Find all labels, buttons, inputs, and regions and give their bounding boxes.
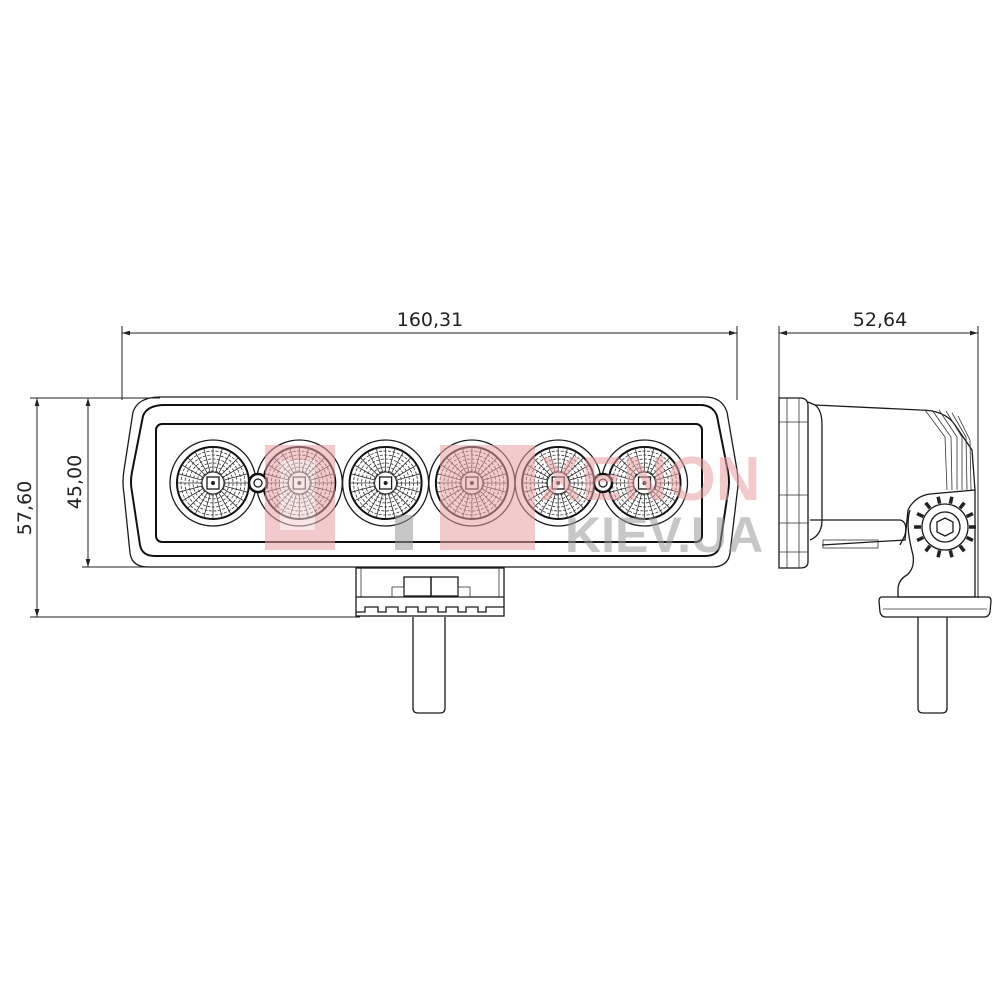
dimension-housing-height: 45,00	[64, 398, 150, 568]
pivot-knob	[914, 496, 976, 558]
led-chip	[206, 476, 220, 490]
knob-tooth	[916, 535, 925, 543]
side-view	[778, 397, 992, 714]
knob-tooth	[924, 544, 932, 553]
knob-tooth	[924, 501, 932, 510]
mounting-bracket	[355, 567, 505, 714]
knob-tooth	[948, 550, 954, 558]
knob-tooth	[936, 496, 942, 504]
led-lens	[600, 439, 689, 527]
led-lens	[341, 439, 430, 527]
knob-tooth	[965, 535, 974, 543]
screw	[247, 472, 269, 494]
side-mounting-stud	[917, 617, 948, 714]
led-lens	[169, 439, 257, 527]
mounting-stud	[412, 617, 446, 714]
knob-tooth	[958, 544, 966, 553]
watermark-domain: KIEV.UA	[565, 507, 763, 563]
knob-tooth	[948, 496, 954, 504]
knob-tooth	[958, 501, 966, 510]
knob-tooth	[965, 511, 974, 519]
dimension-width: 160,31	[121, 309, 738, 400]
dimension-total-height-label: 57,60	[14, 481, 36, 535]
dimension-width-label: 160,31	[397, 309, 463, 331]
dimension-total-height: 57,60	[14, 397, 360, 618]
dimension-housing-height-label: 45,00	[64, 455, 86, 509]
dimension-depth: 52,64	[778, 309, 979, 598]
led-chip	[378, 476, 393, 490]
watermark: XENON KIEV.UA	[265, 445, 763, 563]
watermark-brand: XENON	[540, 445, 760, 514]
led-chip	[551, 476, 565, 490]
screw	[592, 472, 614, 494]
knob-tooth	[936, 550, 942, 558]
knob-tooth	[916, 511, 925, 519]
led-chip	[637, 476, 652, 490]
dimension-depth-label: 52,64	[853, 309, 907, 331]
